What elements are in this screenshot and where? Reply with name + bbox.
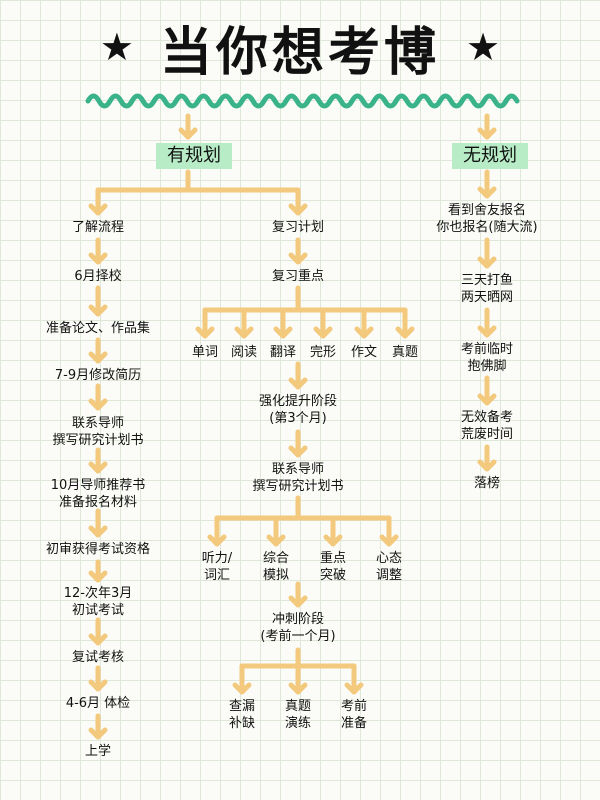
arrow-head-icon (344, 682, 364, 695)
final-fill-gaps: 查漏补缺 (228, 699, 256, 731)
arrow-head-icon (288, 252, 308, 265)
arrow-head-icon (477, 127, 497, 140)
step-enroll: 上学 (84, 744, 112, 759)
arrow-head-icon (88, 304, 108, 317)
planned-branch-label: 有规划 (156, 143, 232, 169)
subject-cloze: 完形 (309, 345, 337, 360)
intensive-stage: 强化提升阶段(第3个月) (258, 394, 338, 426)
arrow-head-icon (88, 252, 108, 265)
page-title: 当你想考博 (159, 22, 440, 83)
step-understand-process: 了解流程 (71, 220, 125, 235)
arrow-head-icon (323, 534, 343, 547)
skill-mindset: 心态调整 (375, 551, 403, 583)
step-prepare-portfolio: 准备论文、作品集 (45, 321, 151, 336)
arrow-head-icon (266, 534, 286, 547)
title-banner: ★ 当你想考博 ★ (0, 12, 600, 83)
arrow-head-icon (88, 351, 108, 364)
arrow-head-icon (477, 325, 497, 338)
arrow-head-icon (395, 326, 415, 339)
arrow-head-icon (232, 682, 252, 695)
subject-vocabulary: 单词 (191, 345, 219, 360)
unplanned-follow-crowd: 看到舍友报名你也报名(随大流) (436, 203, 538, 235)
left-star-icon: ★ (99, 25, 134, 69)
review-contact-supervisor: 联系导师撰写研究计划书 (252, 462, 344, 494)
subject-reading: 阅读 (230, 345, 258, 360)
step-contact-supervisor: 联系导师撰写研究计划书 (52, 416, 144, 448)
step-initial-exam: 12-次年3月初试考试 (63, 586, 133, 618)
arrow-head-icon (379, 534, 399, 547)
subject-writing: 作文 (350, 345, 378, 360)
skill-key-breakthrough: 重点突破 (319, 551, 347, 583)
subject-past-papers: 真题 (391, 345, 419, 360)
review-focus: 复习重点 (271, 269, 325, 284)
step-choose-school: 6月择校 (74, 269, 122, 284)
right-star-icon: ★ (466, 25, 501, 69)
subject-translation: 翻译 (269, 345, 297, 360)
unplanned-fail: 落榜 (473, 476, 501, 491)
arrow-head-icon (88, 679, 108, 692)
arrow-head-icon (354, 326, 374, 339)
unplanned-wasted-time: 无效备考荒废时间 (460, 410, 514, 442)
unplanned-inconsistent: 三天打鱼两天晒网 (460, 273, 514, 305)
arrow-head-icon (477, 256, 497, 269)
arrow-head-icon (88, 461, 108, 474)
step-recommendation: 10月导师推荐书准备报名材料 (50, 478, 146, 510)
arrow-head-icon (195, 326, 215, 339)
unplanned-branch-label: 无规划 (452, 143, 528, 169)
review-plan: 复习计划 (271, 220, 325, 235)
wave-divider (85, 93, 520, 109)
arrow-head-icon (288, 445, 308, 458)
arrow-head-icon (288, 595, 308, 608)
arrow-head-icon (88, 398, 108, 411)
final-exam-prep: 考前准备 (340, 699, 368, 731)
arrow-head-icon (88, 570, 108, 583)
arrow-head-icon (234, 326, 254, 339)
arrow-head-icon (273, 326, 293, 339)
step-revise-resume: 7-9月修改简历 (54, 368, 142, 383)
skill-listening-vocab: 听力/词汇 (201, 551, 233, 583)
final-practice: 真题演练 (284, 699, 312, 731)
arrow-head-icon (178, 127, 198, 140)
arrow-head-icon (207, 534, 227, 547)
skill-mock-exam: 综合模拟 (262, 551, 290, 583)
arrow-head-icon (88, 727, 108, 740)
step-eligibility: 初审获得考试资格 (45, 542, 151, 557)
arrow-head-icon (88, 633, 108, 646)
step-retest: 复试考核 (71, 650, 125, 665)
arrow-head-icon (477, 459, 497, 472)
arrow-head-icon (288, 203, 308, 216)
arrow-head-icon (313, 326, 333, 339)
arrow-head-icon (477, 186, 497, 199)
arrow-head-icon (288, 682, 308, 695)
unplanned-cramming: 考前临时抱佛脚 (460, 342, 514, 374)
arrow-head-icon (288, 377, 308, 390)
step-physical-exam: 4-6月 体检 (65, 696, 131, 711)
sprint-stage: 冲刺阶段(考前一个月) (260, 612, 336, 644)
arrow-head-icon (88, 525, 108, 538)
arrow-head-icon (477, 393, 497, 406)
arrow-head-icon (88, 203, 108, 216)
